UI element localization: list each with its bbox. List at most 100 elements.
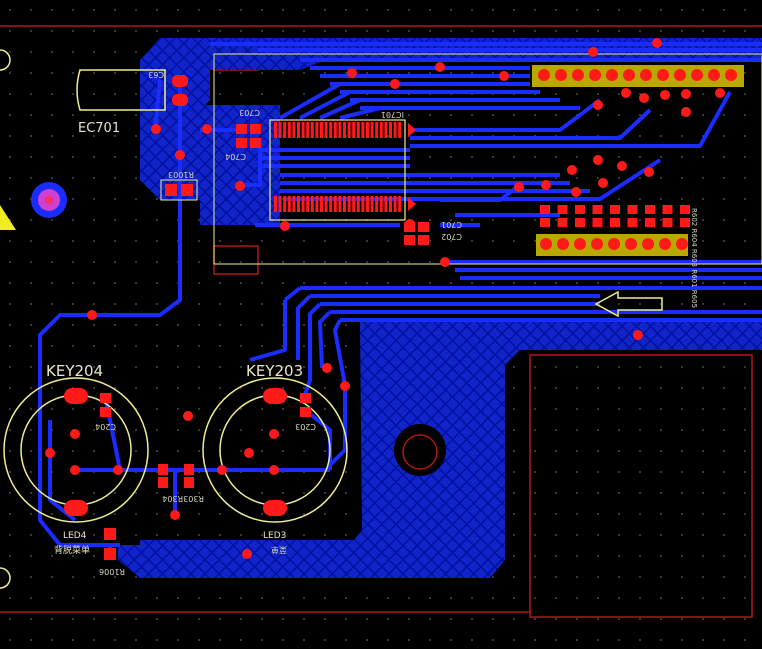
ic-pin[interactable]: [398, 122, 402, 138]
ic-pin[interactable]: [393, 122, 397, 138]
ic-pin[interactable]: [287, 196, 291, 212]
ic-pin[interactable]: [356, 196, 360, 212]
header-pin[interactable]: [540, 238, 552, 250]
header-pin[interactable]: [555, 69, 567, 81]
ic-pin[interactable]: [297, 196, 300, 212]
resistor-pad[interactable]: [540, 205, 550, 214]
ic-pin[interactable]: [333, 196, 337, 212]
resistor-pad[interactable]: [575, 218, 585, 227]
smd-pad[interactable]: [300, 393, 311, 403]
key-pad[interactable]: [64, 500, 88, 516]
ic-pin[interactable]: [310, 122, 314, 138]
ic-pin[interactable]: [347, 196, 351, 212]
r1003-pad[interactable]: [165, 184, 177, 196]
header-pin[interactable]: [657, 69, 669, 81]
ic-pin[interactable]: [274, 122, 277, 138]
ic-pin[interactable]: [333, 122, 337, 138]
ic-pin[interactable]: [393, 196, 397, 212]
header-pin[interactable]: [725, 69, 737, 81]
header-pin[interactable]: [623, 69, 635, 81]
smd-pad[interactable]: [250, 138, 261, 148]
header-pin[interactable]: [606, 69, 618, 81]
header-pin[interactable]: [574, 238, 586, 250]
resistor-pad[interactable]: [557, 205, 568, 214]
ic-pin[interactable]: [338, 122, 342, 138]
resistor-pad[interactable]: [662, 218, 673, 227]
ic-pin[interactable]: [338, 196, 342, 212]
smd-pad[interactable]: [184, 477, 194, 488]
smd-pad[interactable]: [236, 138, 247, 148]
header-pin[interactable]: [557, 238, 569, 250]
header-pin[interactable]: [591, 238, 603, 250]
header-pin[interactable]: [708, 69, 720, 81]
key-pad[interactable]: [64, 388, 88, 404]
header-pin[interactable]: [691, 69, 703, 81]
resistor-pad[interactable]: [662, 205, 673, 214]
resistor-pad[interactable]: [680, 205, 690, 214]
resistor-pad[interactable]: [592, 218, 603, 227]
smd-pad[interactable]: [100, 393, 111, 403]
ic-pin[interactable]: [278, 196, 282, 212]
ic-pin[interactable]: [283, 122, 287, 138]
ic-pin[interactable]: [306, 196, 310, 212]
ic-pin[interactable]: [287, 122, 291, 138]
ic-pin[interactable]: [375, 196, 379, 212]
resistor-pad[interactable]: [575, 205, 585, 214]
ic-pin[interactable]: [356, 122, 360, 138]
smd-pad[interactable]: [236, 124, 247, 134]
resistor-pad[interactable]: [680, 218, 690, 227]
header-pin[interactable]: [642, 238, 654, 250]
smd-pad[interactable]: [100, 407, 111, 417]
header-pin[interactable]: [572, 69, 584, 81]
header-pin[interactable]: [674, 69, 686, 81]
ic-pin[interactable]: [361, 196, 365, 212]
key-pad[interactable]: [263, 388, 287, 404]
ic-pin[interactable]: [343, 196, 346, 212]
ic-pin[interactable]: [361, 122, 365, 138]
resistor-pad[interactable]: [540, 218, 550, 227]
resistor-pad[interactable]: [592, 205, 603, 214]
ic-pin[interactable]: [320, 122, 323, 138]
smd-pad[interactable]: [158, 464, 168, 475]
header-pin[interactable]: [608, 238, 620, 250]
r1003-pad[interactable]: [181, 184, 193, 196]
ic-pin[interactable]: [379, 196, 383, 212]
ic-pin[interactable]: [320, 196, 323, 212]
r1006-pad[interactable]: [104, 528, 116, 540]
header-pin[interactable]: [625, 238, 637, 250]
ic-pin[interactable]: [352, 122, 356, 138]
ic-pin[interactable]: [301, 122, 305, 138]
ic-pin[interactable]: [379, 122, 383, 138]
ic-pin[interactable]: [343, 122, 346, 138]
ic-pin[interactable]: [347, 122, 351, 138]
header-pin[interactable]: [640, 69, 652, 81]
ic-pin[interactable]: [278, 122, 282, 138]
ec701-footprint[interactable]: [76, 69, 166, 111]
ic-pin[interactable]: [370, 196, 374, 212]
ic-pin[interactable]: [366, 122, 369, 138]
ic-pin[interactable]: [329, 122, 333, 138]
smd-pad[interactable]: [418, 222, 429, 232]
ic-pin[interactable]: [292, 122, 296, 138]
resistor-pad[interactable]: [645, 218, 655, 227]
header-pin[interactable]: [659, 238, 671, 250]
ic-pin[interactable]: [301, 196, 305, 212]
ic-pin[interactable]: [329, 196, 333, 212]
ic-pin[interactable]: [315, 196, 319, 212]
ic-pin[interactable]: [324, 122, 328, 138]
ic-pin[interactable]: [306, 122, 310, 138]
ic-pin[interactable]: [375, 122, 379, 138]
resistor-pad[interactable]: [627, 205, 638, 214]
ic-pin[interactable]: [324, 196, 328, 212]
ic-pin[interactable]: [274, 196, 277, 212]
ic-pin[interactable]: [384, 122, 388, 138]
ic-pin[interactable]: [315, 122, 319, 138]
ec701-pad[interactable]: [172, 75, 188, 87]
smd-pad[interactable]: [404, 235, 415, 245]
ic-pin[interactable]: [389, 196, 392, 212]
ic-pin[interactable]: [292, 196, 296, 212]
ec701-pad[interactable]: [172, 94, 188, 106]
resistor-pad[interactable]: [627, 218, 638, 227]
ic-pin[interactable]: [297, 122, 300, 138]
